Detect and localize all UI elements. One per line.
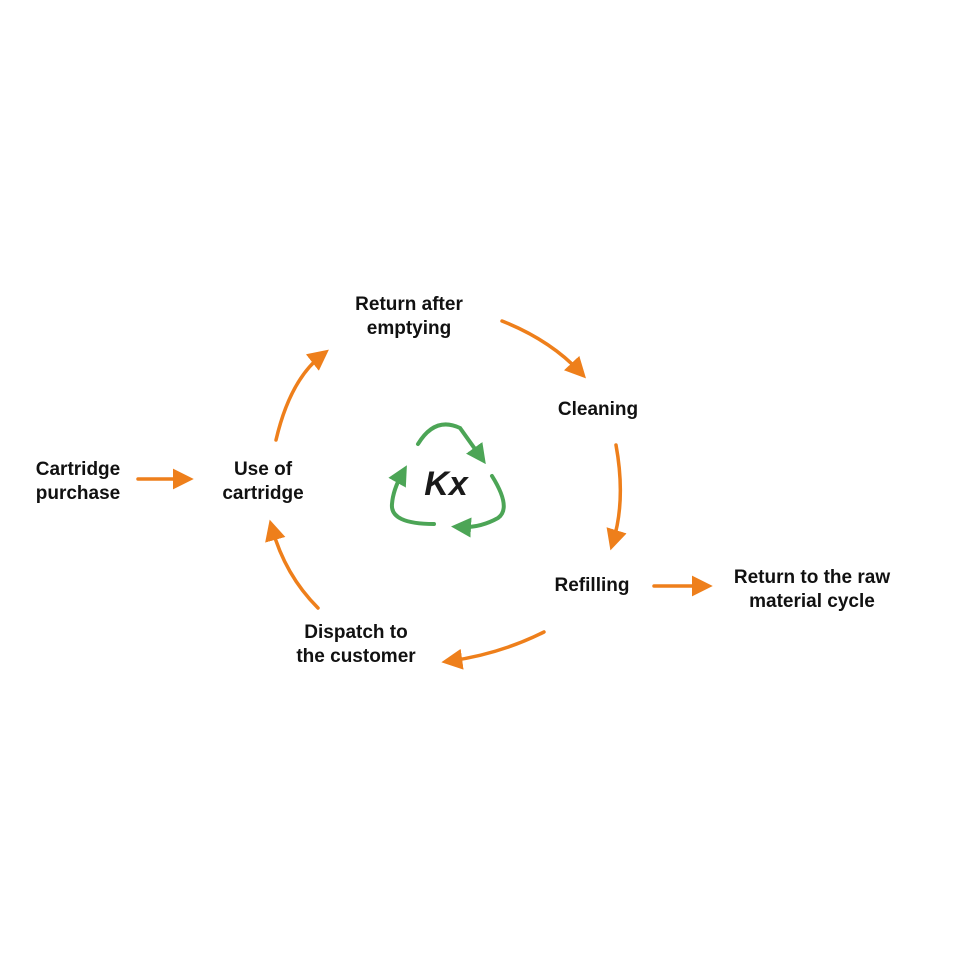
node-return-after-emptying: Return after emptying	[334, 293, 484, 341]
node-label: Cleaning	[557, 399, 639, 420]
node-label: Use of	[233, 459, 293, 480]
arrow-use-to-return	[274, 349, 329, 442]
center-label: Kx	[424, 465, 468, 503]
node-label: Refilling	[554, 575, 630, 596]
node-cartridge-purchase: Cartridge purchase	[25, 458, 131, 506]
arrow-dispatch-to-use	[265, 519, 320, 610]
node-return-to-raw-material-cycle: Return to the raw material cycle	[712, 566, 912, 614]
node-label: cartridge	[222, 483, 304, 504]
arrow-refilling-to-dispatch	[441, 630, 546, 670]
node-label: Return after	[355, 294, 463, 315]
node-dispatch-to-customer: Dispatch to the customer	[280, 621, 432, 669]
node-label: Cartridge	[35, 459, 121, 480]
node-label: the customer	[296, 646, 416, 667]
node-label: Dispatch to	[304, 622, 408, 643]
node-cleaning: Cleaning	[540, 398, 656, 422]
node-label: emptying	[366, 318, 452, 339]
node-label: purchase	[35, 483, 121, 504]
arrow-cleaning-to-refilling	[606, 443, 627, 551]
node-use-of-cartridge: Use of cartridge	[210, 458, 316, 506]
node-label: Return to the raw	[733, 567, 891, 588]
node-label: material cycle	[749, 591, 875, 612]
node-refilling: Refilling	[536, 574, 648, 598]
recycle-icon	[388, 422, 506, 538]
arrow-return-to-cleaning	[500, 319, 586, 379]
